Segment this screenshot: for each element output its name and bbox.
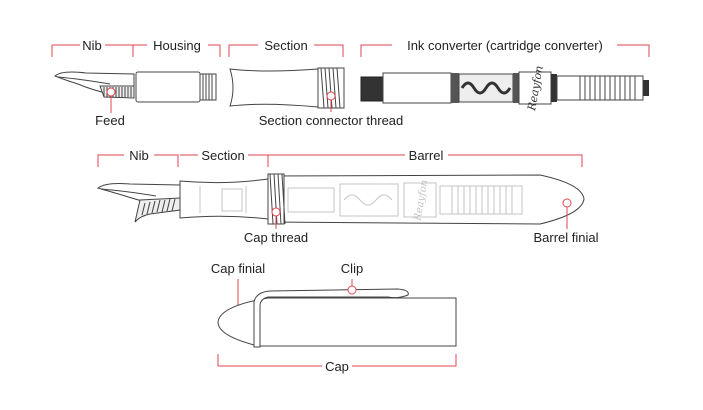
cap-finial-label: Cap finial [211, 261, 265, 276]
section-mid-label: Section [201, 148, 244, 163]
cap-thread-marker [271, 207, 281, 217]
housing-part [135, 71, 217, 103]
section-connector-thread-label: Section connector thread [259, 113, 404, 128]
nib-mid-bracket [97, 154, 179, 167]
barrel-label: Barrel [409, 148, 444, 163]
section-top-label: Section [264, 38, 307, 53]
cap-label: Cap [325, 359, 349, 374]
nib-mid-label: Nib [129, 148, 149, 163]
clip-marker [347, 285, 357, 295]
nib-top-label: Nib [82, 38, 102, 53]
barrel-bracket [268, 154, 583, 167]
nib-top-bracket [51, 44, 134, 57]
feed-marker [106, 87, 116, 97]
feed-label: Feed [95, 113, 125, 128]
clip-label: Clip [341, 261, 363, 276]
section-top-bracket [228, 44, 344, 57]
housing-bracket [133, 44, 221, 57]
assembled-barrel: Reayfon [267, 173, 585, 225]
ink-converter-bracket [360, 44, 650, 57]
assembled-section [179, 178, 269, 220]
assembled-nib [96, 183, 181, 223]
cap-bracket [217, 354, 457, 367]
ink-converter-part: Reayfon [360, 65, 649, 113]
barrel-finial-label: Barrel finial [533, 230, 598, 245]
clip-part [253, 288, 409, 348]
ink-converter-label: Ink converter (cartridge converter) [407, 38, 603, 53]
section-part [229, 67, 345, 109]
feed-part [99, 85, 135, 99]
barrel-finial-marker [562, 198, 572, 208]
housing-label: Housing [153, 38, 201, 53]
cap-thread-label: Cap thread [244, 230, 308, 245]
section-connector-thread-marker [326, 91, 336, 101]
